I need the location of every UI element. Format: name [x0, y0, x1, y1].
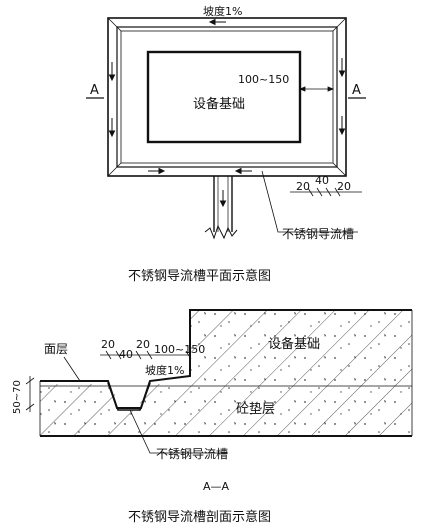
plan-offset-dimension [298, 86, 335, 92]
section-foundation-label: 设备基础 [268, 336, 320, 352]
trough-inner-edge-2 [120, 30, 334, 164]
section-surface-leader [63, 356, 81, 382]
plan-offset-label: 100~150 [238, 73, 289, 86]
trough-outer-edge [107, 17, 347, 177]
section-depth-label: 50~70 [12, 380, 23, 414]
section-caption: 不锈钢导流槽剖面示意图 [128, 509, 271, 525]
section-dim-40: 40 [119, 348, 133, 361]
plan-caption: 不锈钢导流槽平面示意图 [128, 268, 271, 284]
section-dim-20-left: 20 [101, 338, 115, 351]
plan-dim-20-left: 20 [296, 180, 310, 193]
section-concrete-label: 砼垫层 [236, 401, 275, 417]
section-trough-leader [129, 409, 228, 454]
section-id-label: A—A [203, 480, 230, 493]
section-trough-callout: 不锈钢导流槽 [156, 447, 228, 461]
section-outlines [39, 309, 413, 437]
foundation-grit [190, 310, 412, 384]
trough-inner-edge [116, 26, 338, 168]
plan-dim-40: 40 [315, 174, 329, 187]
flow-arrows [108, 18, 346, 208]
plan-trough-width-dimension [290, 187, 362, 197]
section-surface-label: 面层 [44, 342, 68, 356]
concrete-grit [40, 384, 412, 436]
section-mark-left: A [90, 83, 99, 98]
trough-corner-lines [107, 17, 347, 177]
plan-view: 坡度1% A A 100~150 设备基础 20 40 20 不锈钢导流槽 不锈 [86, 4, 366, 284]
section-mark-right: A [352, 83, 361, 98]
plan-foundation-label: 设备基础 [193, 96, 245, 112]
section-view: 面层 20 40 20 100~150 设备基础 坡度1% 50~70 砼垫层 … [12, 309, 413, 525]
equipment-foundation [146, 50, 302, 144]
plan-slope-label: 坡度1% [203, 4, 242, 18]
section-top-dimensions [100, 350, 192, 360]
section-depth-dimension [25, 376, 35, 412]
section-offset-label: 100~150 [154, 343, 205, 356]
section-slope-label: 坡度1% [145, 363, 184, 377]
plan-dim-20-right: 20 [337, 180, 351, 193]
plan-trough-leader [261, 170, 358, 233]
drain-outlet [204, 176, 238, 240]
plan-trough-callout: 不锈钢导流槽 [282, 227, 354, 241]
section-dim-20-right: 20 [136, 338, 150, 351]
